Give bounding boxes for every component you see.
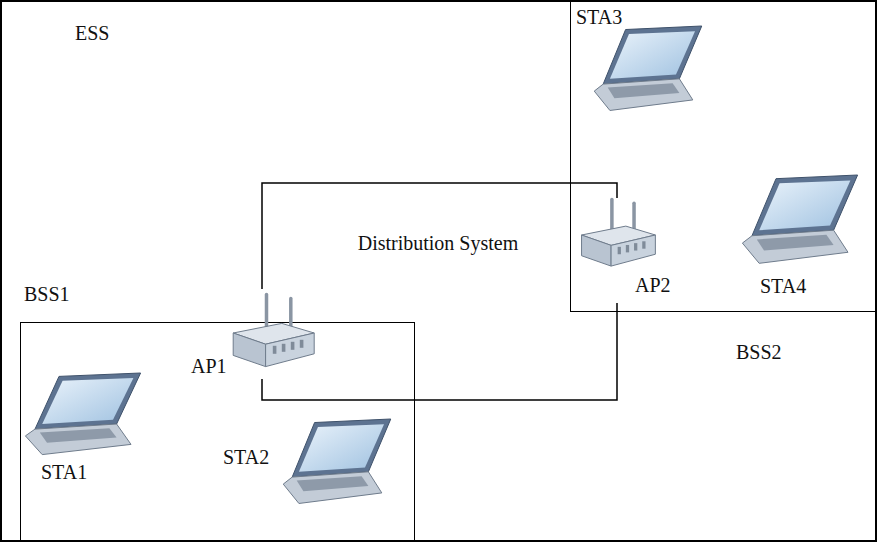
laptop-screen xyxy=(42,378,133,424)
region-label: BSS2 xyxy=(736,341,782,363)
router-side xyxy=(611,235,655,266)
router-light xyxy=(642,241,645,248)
laptop-keyboard xyxy=(757,235,834,251)
region-label: BSS1 xyxy=(24,283,70,305)
device-label: STA1 xyxy=(41,461,87,483)
device-label: STA4 xyxy=(760,275,806,297)
laptop-screen xyxy=(610,31,695,79)
laptop-keyboard xyxy=(608,83,680,98)
router-light xyxy=(626,245,629,252)
distribution-link xyxy=(262,183,617,289)
laptop-lid xyxy=(603,26,702,84)
router-front xyxy=(582,235,612,266)
distribution-link xyxy=(262,303,617,400)
laptop-base xyxy=(742,230,848,263)
router-light xyxy=(273,346,277,354)
laptop-lid xyxy=(35,373,141,429)
access-point: AP2 xyxy=(575,198,685,303)
laptop-icon xyxy=(742,175,857,263)
laptop-lid xyxy=(752,175,858,236)
device-label: STA2 xyxy=(223,446,269,468)
laptop-illustration xyxy=(740,175,860,267)
router-icon xyxy=(233,295,314,367)
router-icon xyxy=(582,199,656,266)
laptop-icon xyxy=(283,419,391,503)
system-label: Distribution System xyxy=(353,232,523,254)
laptop-base xyxy=(283,472,382,504)
bss-region: BSS2STA3AP2STA4 xyxy=(570,0,877,312)
label-holder: Distribution System xyxy=(353,232,523,254)
laptop-lid xyxy=(292,419,391,477)
laptop-icon xyxy=(25,373,140,455)
router-light xyxy=(291,342,295,350)
device-label: STA3 xyxy=(576,6,622,28)
router-side xyxy=(266,333,315,367)
access-point: AP1 xyxy=(191,289,316,379)
device-label: AP2 xyxy=(635,274,671,296)
router-light xyxy=(618,247,621,254)
laptop-keyboard xyxy=(40,428,117,442)
station-laptop: STA2 xyxy=(221,419,396,519)
station-laptop: STA4 xyxy=(740,175,865,305)
laptop-illustration xyxy=(23,373,143,458)
laptop-screen xyxy=(299,424,384,472)
router-light xyxy=(300,340,304,348)
router-illustration xyxy=(226,293,316,373)
router-illustration xyxy=(575,198,657,272)
laptop-illustration xyxy=(592,26,704,114)
station-laptop: STA3 xyxy=(576,4,706,116)
router-front xyxy=(233,333,265,367)
device-label: AP1 xyxy=(191,355,227,377)
region-label: ESS xyxy=(75,22,109,44)
laptop-icon xyxy=(594,26,702,110)
laptop-base xyxy=(594,79,693,111)
laptop-illustration xyxy=(281,419,393,507)
laptop-keyboard xyxy=(297,476,369,491)
laptop-screen xyxy=(759,181,850,231)
router-light xyxy=(282,344,286,352)
laptop-base xyxy=(25,424,131,455)
station-laptop: STA1 xyxy=(23,373,143,483)
bss-region: BSS1AP1STA1STA2 xyxy=(20,322,415,542)
router-light xyxy=(634,243,637,250)
